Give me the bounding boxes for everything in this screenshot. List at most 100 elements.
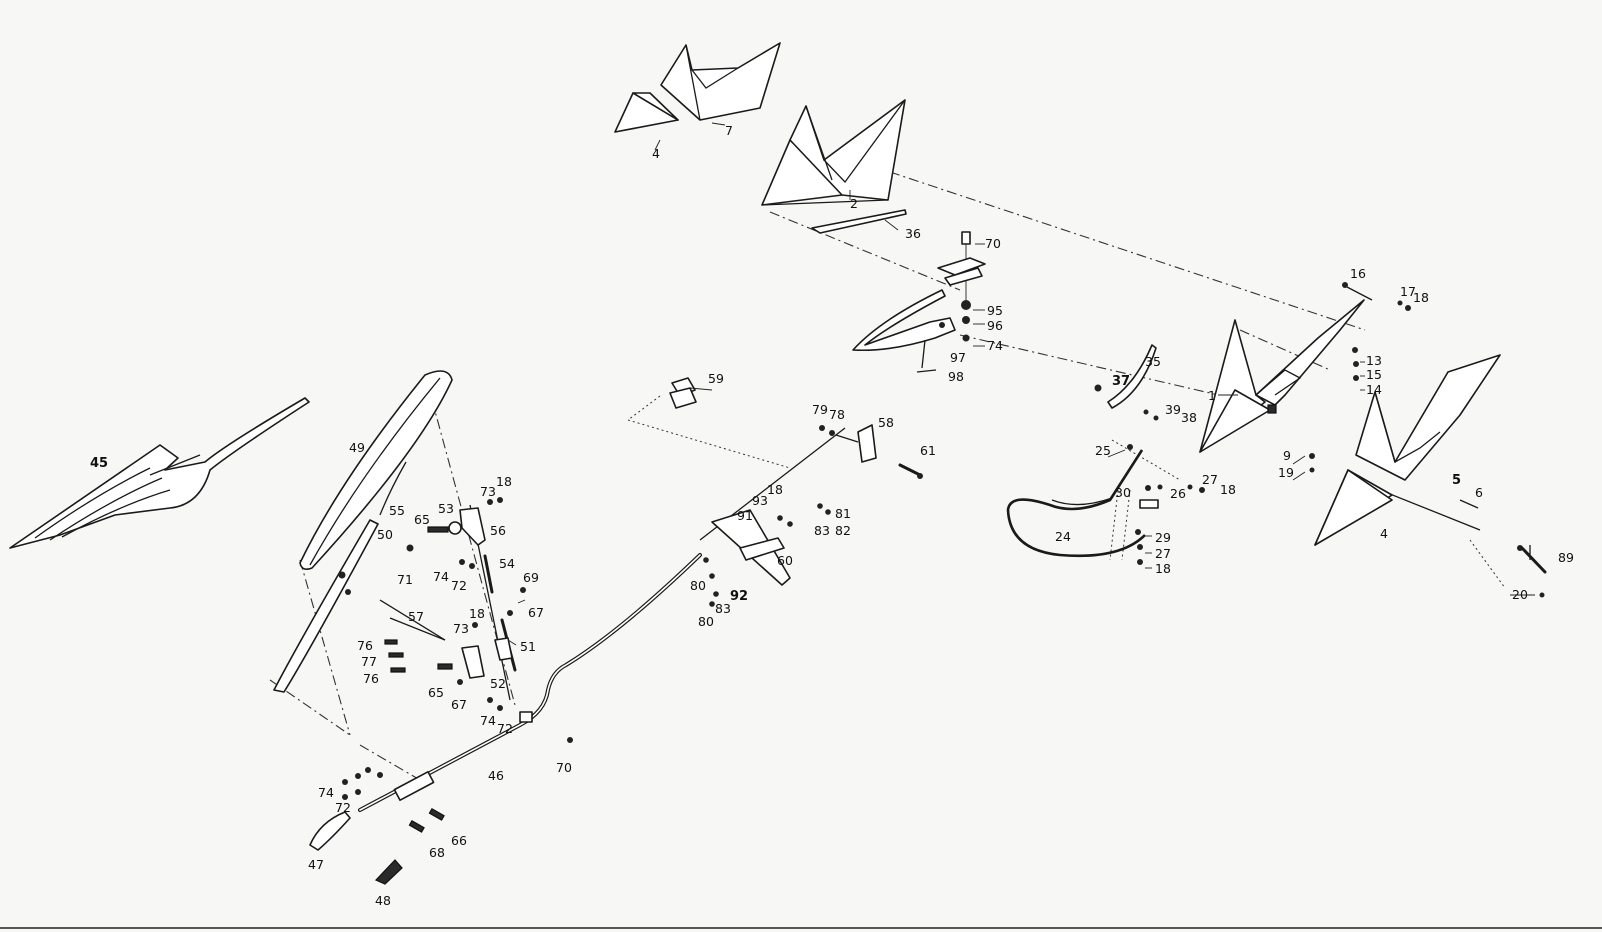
label-38: 38 xyxy=(1181,410,1197,425)
label-50: 50 xyxy=(377,527,393,542)
label-7: 7 xyxy=(725,123,733,138)
mounting-bracket xyxy=(937,231,986,342)
label-59: 59 xyxy=(708,371,724,386)
label-76a: 76 xyxy=(357,638,373,653)
assembly-lines xyxy=(269,171,1506,781)
label-39: 39 xyxy=(1165,402,1181,417)
label-49: 49 xyxy=(349,440,365,455)
part-45-divider xyxy=(9,397,310,549)
label-82: 82 xyxy=(835,523,851,538)
label-18d: 18 xyxy=(1220,482,1236,497)
label-61: 61 xyxy=(920,443,936,458)
label-65b: 65 xyxy=(428,685,444,700)
label-55: 55 xyxy=(389,503,405,518)
part-24-loop-spring xyxy=(1006,444,1205,565)
label-1: 1 xyxy=(1208,388,1216,403)
label-77: 77 xyxy=(361,654,377,669)
label-80c: 80 xyxy=(698,614,714,629)
label-29: 29 xyxy=(1155,530,1171,545)
part-number-labels: 45 49 55 50 53 65 73 18 56 71 74 72 54 6… xyxy=(90,123,1574,908)
part-36-strip xyxy=(811,209,907,234)
label-95: 95 xyxy=(987,303,1003,318)
label-67a: 67 xyxy=(528,605,544,620)
label-35: 35 xyxy=(1145,354,1161,369)
part-4-5-shield-right xyxy=(1309,354,1547,598)
label-97: 97 xyxy=(950,350,966,365)
deflector-shield-small xyxy=(614,42,781,133)
label-27a: 27 xyxy=(1202,472,1218,487)
label-83a: 83 xyxy=(814,523,830,538)
label-26: 26 xyxy=(1170,486,1186,501)
label-51: 51 xyxy=(520,639,536,654)
label-80a: 80 xyxy=(690,578,706,593)
label-73b: 73 xyxy=(453,621,469,636)
label-71: 71 xyxy=(397,572,413,587)
label-69: 69 xyxy=(523,570,539,585)
label-73a: 73 xyxy=(480,484,496,499)
label-74a: 74 xyxy=(433,569,449,584)
leader-lines xyxy=(507,122,1535,646)
deflector-shield-large xyxy=(761,99,906,206)
label-56: 56 xyxy=(490,523,506,538)
label-17: 17 xyxy=(1400,284,1416,299)
label-18b: 18 xyxy=(469,606,485,621)
part-49-blade xyxy=(299,370,453,570)
label-72a: 72 xyxy=(451,578,467,593)
part-59-bracket xyxy=(669,377,697,409)
label-24: 24 xyxy=(1055,529,1071,544)
label-47: 47 xyxy=(308,857,324,872)
label-15: 15 xyxy=(1366,367,1382,382)
label-18c: 18 xyxy=(767,482,783,497)
label-70a: 70 xyxy=(985,236,1001,251)
part-97-arm xyxy=(852,289,956,373)
label-16: 16 xyxy=(1350,266,1366,281)
part-46-main-frame xyxy=(342,553,702,833)
label-67b: 67 xyxy=(451,697,467,712)
label-5: 5 xyxy=(1452,473,1461,488)
label-4b: 4 xyxy=(1380,526,1388,541)
label-83b: 83 xyxy=(715,601,731,616)
label-46: 46 xyxy=(488,768,504,783)
label-27b: 27 xyxy=(1155,546,1171,561)
label-48: 48 xyxy=(375,893,391,908)
part-35-strip xyxy=(1094,344,1159,421)
label-37: 37 xyxy=(1112,374,1130,389)
label-79: 79 xyxy=(812,402,828,417)
label-68: 68 xyxy=(429,845,445,860)
label-25: 25 xyxy=(1095,443,1111,458)
label-96: 96 xyxy=(987,318,1003,333)
label-9: 9 xyxy=(1283,448,1291,463)
label-4a: 4 xyxy=(652,146,660,161)
label-45: 45 xyxy=(90,456,108,471)
part-47-48-tips xyxy=(309,811,403,885)
label-91: 91 xyxy=(737,508,753,523)
label-20: 20 xyxy=(1512,587,1528,602)
part-50-55-arm xyxy=(273,461,414,693)
label-14: 14 xyxy=(1366,382,1382,397)
label-78: 78 xyxy=(829,407,845,422)
label-30: 30 xyxy=(1115,485,1131,500)
label-74d: 74 xyxy=(987,338,1003,353)
label-76b: 76 xyxy=(363,671,379,686)
label-92: 92 xyxy=(730,589,748,604)
label-18f: 18 xyxy=(1413,290,1429,305)
label-53: 53 xyxy=(438,501,454,516)
label-98: 98 xyxy=(948,369,964,384)
label-57: 57 xyxy=(408,609,424,624)
label-81: 81 xyxy=(835,506,851,521)
part-1-main-shield xyxy=(1199,299,1365,453)
label-66: 66 xyxy=(451,833,467,848)
label-54: 54 xyxy=(499,556,515,571)
label-6: 6 xyxy=(1475,485,1483,500)
label-72b: 72 xyxy=(497,721,513,736)
label-72c: 72 xyxy=(335,800,351,815)
label-18e: 18 xyxy=(1155,561,1171,576)
label-2: 2 xyxy=(850,196,858,211)
label-65a: 65 xyxy=(414,512,430,527)
label-19: 19 xyxy=(1278,465,1294,480)
hardware-16-17-18 xyxy=(1342,282,1411,381)
label-89: 89 xyxy=(1558,550,1574,565)
label-60: 60 xyxy=(777,553,793,568)
label-74c: 74 xyxy=(318,785,334,800)
